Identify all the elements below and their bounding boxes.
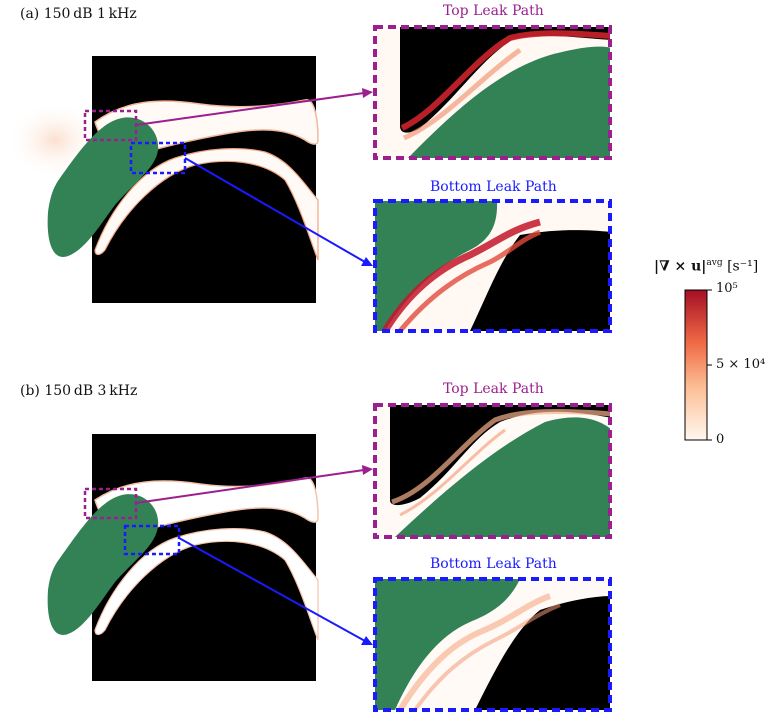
colorbar-label-min: 0 <box>716 432 725 447</box>
panel-a-top-inset-frame <box>373 25 612 160</box>
colorbar-title-unit: [s⁻¹] <box>727 258 759 275</box>
panel-b-top-inset <box>375 405 610 537</box>
panel-a-bottom-inset <box>375 201 610 331</box>
panel-b-top-inset-frame <box>373 403 612 539</box>
panel-b-bottom-roi <box>123 524 181 556</box>
panel-b-bottom-title: Bottom Leak Path <box>430 556 557 572</box>
panel-a-lower-channel <box>94 148 319 261</box>
panel-b-label: (b) 150 dB 3 kHz <box>20 383 138 399</box>
panel-a-label: (a) 150 dB 1 kHz <box>20 6 137 22</box>
panel-b-main <box>47 434 373 681</box>
panel-b-bottom-arrow <box>178 537 366 642</box>
panel-a-main <box>7 56 373 303</box>
panel-b-top-title: Top Leak Path <box>443 381 544 397</box>
colorbar-title-main: |∇ × u| <box>654 258 707 275</box>
colorbar-title: |∇ × u|avg [s⁻¹] <box>654 258 758 275</box>
panel-a-top-title: Top Leak Path <box>443 3 544 19</box>
panel-a-tissue <box>47 117 159 257</box>
colorbar-label-max: 10⁵ <box>716 281 738 296</box>
panel-b-lower-channel <box>94 528 319 641</box>
panel-a-top-roi <box>83 109 138 142</box>
panel-a-bottom-inset-frame <box>373 199 612 333</box>
panel-b-top-arrowhead <box>362 465 373 475</box>
colorbar-title-sup: avg <box>706 258 723 268</box>
panel-b-top-roi <box>83 487 138 520</box>
panel-b-bottom-inset <box>375 579 610 710</box>
panel-b-top-arrow <box>135 469 365 504</box>
panel-b-tissue <box>47 494 159 635</box>
panel-b-bottom-inset-frame <box>373 577 612 712</box>
panel-a-bottom-arrowhead <box>361 257 373 266</box>
colorbar <box>684 289 708 441</box>
panel-b-bottom-arrowhead <box>361 636 373 645</box>
panel-a-top-arrow <box>135 92 365 126</box>
colorbar-label-mid: 5 × 10⁴ <box>716 357 766 372</box>
panel-a-bottom-arrow <box>184 157 366 263</box>
panel-a-top-inset <box>375 27 610 158</box>
panel-a-bottom-title: Bottom Leak Path <box>430 179 557 195</box>
panel-a-top-arrowhead <box>362 88 373 98</box>
